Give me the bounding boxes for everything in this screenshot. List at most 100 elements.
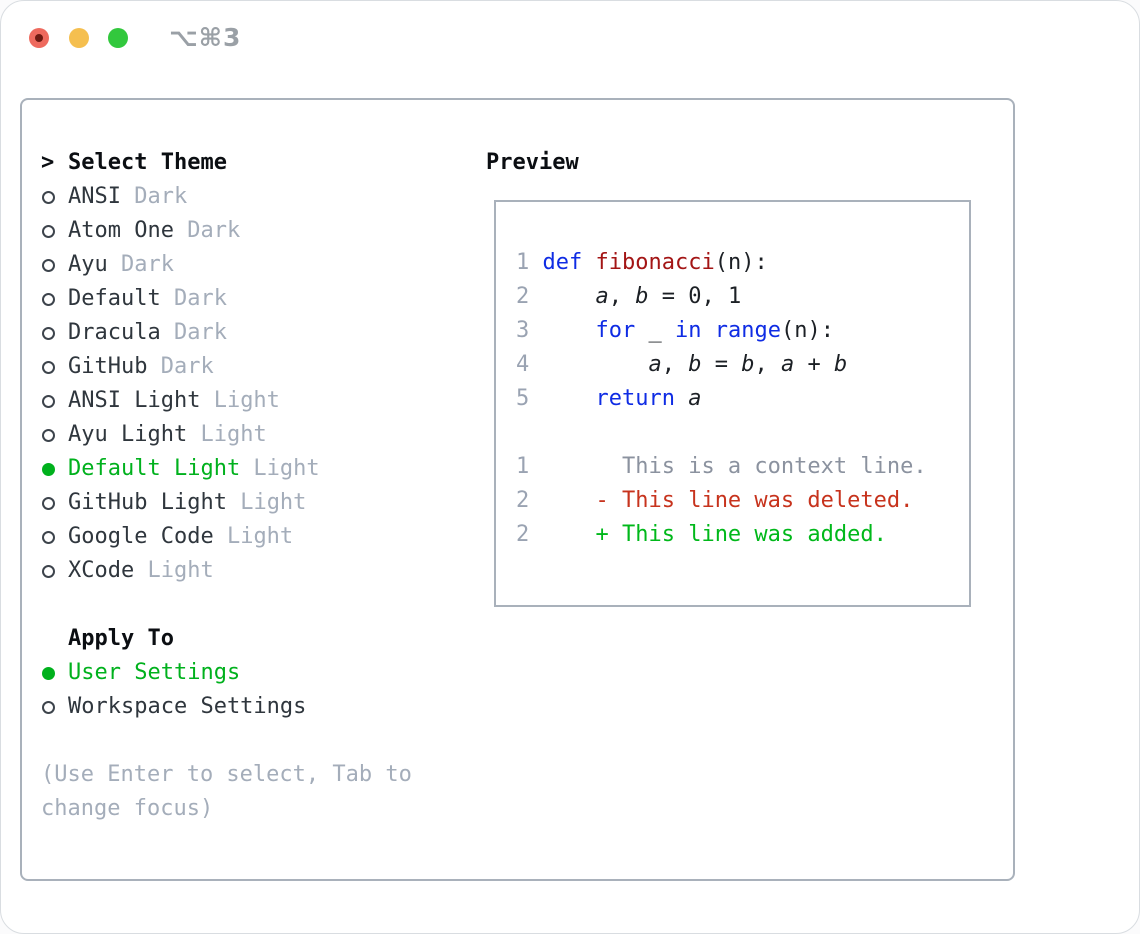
code-token: a	[780, 352, 795, 377]
line-number: 1	[516, 454, 543, 479]
theme-option-ansi-light[interactable]: ANSI Light Light	[41, 384, 486, 418]
select-theme-heading: Select Theme	[68, 150, 227, 175]
code-token: range	[714, 318, 781, 343]
theme-option-atom-one[interactable]: Atom One Dark	[41, 214, 486, 248]
radio-icon	[41, 350, 68, 384]
theme-variant-label: Dark	[147, 354, 214, 379]
apply-option-label: User Settings	[68, 660, 241, 685]
theme-option-github-light[interactable]: GitHub Light Light	[41, 486, 486, 520]
code-line: 3 for _ in range(n):	[516, 314, 969, 348]
code-token: ,	[608, 284, 636, 309]
radio-selected-icon	[41, 656, 68, 690]
theme-name: Dracula	[68, 320, 161, 345]
code-token	[543, 386, 596, 411]
code-line: 2 - This line was deleted.	[516, 484, 969, 518]
code-token: =	[701, 352, 742, 377]
preview-heading-row: Preview	[486, 146, 1013, 180]
line-number: 2	[516, 284, 543, 309]
select-theme-heading-row: > Select Theme	[41, 146, 486, 180]
theme-option-ayu-light[interactable]: Ayu Light Light	[41, 418, 486, 452]
theme-name: XCode	[68, 558, 135, 583]
theme-option-ansi[interactable]: ANSI Dark	[41, 180, 486, 214]
code-token: +	[794, 352, 834, 377]
theme-variant-label: Light	[240, 456, 320, 481]
code-token: for	[595, 318, 636, 343]
code-token: - This line was deleted.	[595, 488, 914, 513]
fullscreen-button[interactable]	[108, 28, 128, 48]
line-number: 3	[516, 318, 543, 343]
apply-option-user-settings[interactable]: User Settings	[41, 656, 486, 690]
preview-heading: Preview	[486, 150, 579, 175]
theme-name: Atom One	[68, 218, 174, 243]
theme-option-dracula[interactable]: Dracula Dark	[41, 316, 486, 350]
code-line: 2 + This line was added.	[516, 518, 969, 552]
theme-name: Ayu Light	[68, 422, 188, 447]
code-token: return	[595, 386, 675, 411]
code-token: _	[635, 318, 675, 343]
line-number: 2	[516, 522, 543, 547]
radio-icon	[41, 520, 68, 554]
apply-option-label: Workspace Settings	[68, 694, 307, 719]
theme-option-default[interactable]: Default Dark	[41, 282, 486, 316]
minimize-button[interactable]	[69, 28, 89, 48]
theme-variant-label: Light	[213, 524, 294, 549]
code-line: 1 def fibonacci(n):	[516, 246, 969, 280]
gutter-blank	[41, 622, 68, 656]
theme-name: Default Light	[68, 456, 241, 481]
theme-variant-label: Dark	[173, 218, 241, 243]
radio-icon	[41, 486, 68, 520]
titlebar: ⌥⌘3	[1, 1, 1139, 97]
apply-option-workspace-settings[interactable]: Workspace Settings	[41, 690, 486, 724]
radio-icon	[41, 418, 68, 452]
apply-to-heading: Apply To	[68, 626, 174, 651]
spacer	[41, 588, 486, 622]
code-token: This is a context line.	[542, 454, 927, 479]
line-number: 4	[516, 352, 543, 377]
theme-option-xcode[interactable]: XCode Light	[41, 554, 486, 588]
code-token: b	[635, 284, 649, 309]
code-token: a	[648, 352, 662, 377]
code-token: ,	[754, 352, 781, 377]
preview-column: Preview 1 def fibonacci(n):2 a, b = 0, 1…	[486, 100, 1013, 879]
code-token	[543, 284, 596, 309]
code-token	[543, 352, 649, 377]
code-token: a	[595, 284, 609, 309]
code-token: a	[688, 386, 702, 411]
code-token: ,	[661, 352, 689, 377]
theme-name: ANSI Light	[68, 388, 201, 413]
code-token: def	[542, 250, 583, 275]
radio-selected-icon	[41, 452, 68, 486]
theme-option-github[interactable]: GitHub Dark	[41, 350, 486, 384]
theme-name: Google Code	[68, 524, 214, 549]
radio-icon	[41, 384, 68, 418]
theme-name: GitHub Light	[68, 490, 227, 515]
code-token: + This line was added.	[595, 522, 887, 547]
theme-variant-label: Light	[187, 422, 267, 447]
close-button[interactable]	[29, 28, 49, 48]
radio-icon	[41, 316, 68, 350]
window-title: ⌥⌘3	[169, 23, 242, 52]
theme-option-default-light[interactable]: Default Light Light	[41, 452, 486, 486]
code-token: b	[688, 352, 702, 377]
theme-variant-label: Dark	[160, 320, 227, 345]
code-line: 5 return a	[516, 382, 969, 416]
code-token	[675, 386, 688, 411]
code-token	[701, 318, 714, 343]
theme-variant-label: Light	[226, 490, 307, 515]
code-token: in	[674, 318, 702, 343]
theme-name: GitHub	[68, 354, 148, 379]
radio-icon	[41, 180, 68, 214]
code-token: b	[833, 352, 848, 377]
theme-option-google-code[interactable]: Google Code Light	[41, 520, 486, 554]
theme-option-ayu[interactable]: Ayu Dark	[41, 248, 486, 282]
radio-icon	[41, 248, 68, 282]
hint-text: (Use Enter to select, Tab to change focu…	[41, 762, 412, 821]
theme-variant-label: Dark	[107, 252, 174, 277]
line-number: 2	[516, 488, 543, 513]
